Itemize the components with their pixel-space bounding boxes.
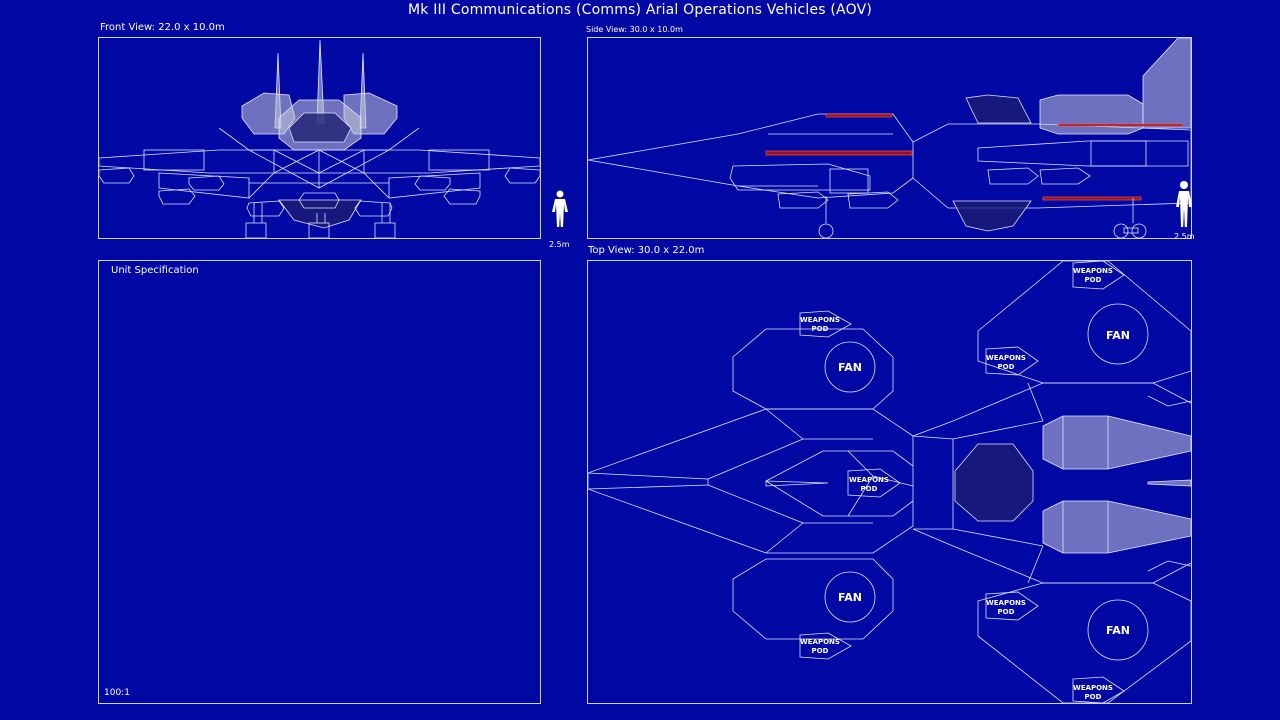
front-scale-label: 2.5m: [549, 240, 570, 249]
page-title: Mk III Communications (Comms) Arial Oper…: [407, 2, 873, 18]
front-view-label: Front View: 22.0 x 10.0m: [100, 22, 225, 33]
scale-ratio: 100:1: [104, 688, 130, 698]
person-scale-icon-side: [1176, 181, 1192, 227]
fan-label: FAN: [1106, 624, 1130, 637]
pod-label: POD: [812, 647, 829, 655]
front-view-drawing: [99, 39, 540, 238]
unit-spec-panel: Unit Specification 100:1: [98, 260, 541, 704]
side-scale-label: 2.5m: [1174, 232, 1195, 241]
side-view-drawing: [588, 38, 1191, 238]
pod-label: POD: [861, 485, 878, 493]
pod-label: WEAPONS: [800, 316, 840, 324]
side-view-label: Side View: 30.0 x 10.0m: [586, 25, 683, 34]
pod-label: WEAPONS: [1073, 684, 1113, 692]
pod-label: WEAPONS: [986, 599, 1026, 607]
unit-spec-title: Unit Specification: [111, 265, 199, 276]
pod-label: WEAPONS: [849, 476, 889, 484]
side-view-panel: [587, 37, 1192, 239]
top-view-label: Top View: 30.0 x 22.0m: [588, 245, 705, 256]
pod-label: POD: [998, 363, 1015, 371]
top-view-drawing: FAN FAN FAN FAN WEAPONS POD WEAPONS POD …: [588, 261, 1191, 703]
pod-label: WEAPONS: [800, 638, 840, 646]
pod-label: POD: [812, 325, 829, 333]
pod-label: WEAPONS: [986, 354, 1026, 362]
person-scale-icon: [552, 190, 568, 227]
fan-label: FAN: [1106, 329, 1130, 342]
top-view-panel: FAN FAN FAN FAN WEAPONS POD WEAPONS POD …: [587, 260, 1192, 704]
pod-label: WEAPONS: [1073, 267, 1113, 275]
pod-label: POD: [998, 608, 1015, 616]
fan-label: FAN: [838, 361, 862, 374]
pod-label: POD: [1085, 693, 1102, 701]
pod-label: POD: [1085, 276, 1102, 284]
front-view-panel: [98, 37, 541, 239]
fan-label: FAN: [838, 591, 862, 604]
